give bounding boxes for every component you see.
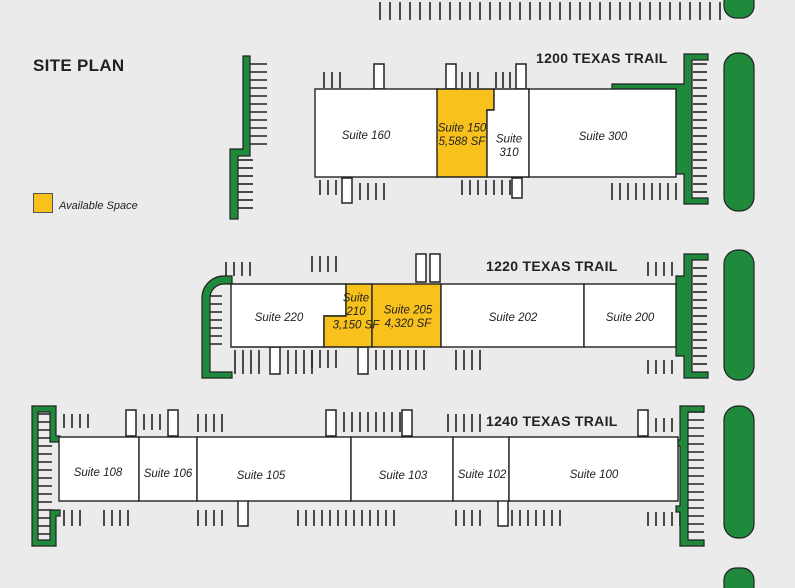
pillar-stub	[445, 63, 457, 90]
legend-label: Available Space	[59, 200, 138, 212]
building-1200-label: 1200 TEXAS TRAIL	[536, 50, 668, 66]
suites-layer	[58, 88, 679, 502]
pillar-stub	[637, 409, 649, 437]
landscape-island	[723, 249, 755, 381]
suite-310-label-0: Suite	[496, 133, 522, 145]
suite-160[interactable]	[314, 88, 439, 178]
suite-200[interactable]	[583, 283, 677, 348]
landscape-island	[723, 567, 755, 588]
building-1240-label: 1240 TEXAS TRAIL	[486, 413, 618, 429]
suite-205[interactable]	[371, 283, 442, 348]
suite-103[interactable]	[350, 436, 454, 502]
pillar-stub	[511, 177, 523, 199]
pillar-stub	[325, 409, 337, 437]
pillar-stub	[167, 409, 179, 437]
building-1220-label: 1220 TEXAS TRAIL	[486, 258, 618, 274]
suite-108-label-0: Suite 108	[74, 467, 123, 479]
pillar-stub	[515, 63, 527, 90]
suite-202-label-0: Suite 202	[489, 312, 538, 324]
landscape-areas	[31, 0, 755, 588]
suite-210-label-2: 3,150 SF	[333, 320, 381, 332]
landscape-island	[723, 0, 755, 19]
suite-202[interactable]	[440, 283, 585, 348]
suite-150-label-0: Suite 150	[438, 122, 487, 134]
available-space-swatch	[33, 193, 53, 213]
landscape-bracket	[31, 405, 61, 547]
suite-100[interactable]	[508, 436, 679, 502]
pillar-stub	[357, 346, 369, 375]
landscape-island	[723, 52, 755, 212]
suite-300[interactable]	[528, 88, 677, 178]
suite-103-label-0: Suite 103	[379, 470, 428, 482]
suite-310-label-1: 310	[499, 147, 519, 159]
suite-205-label-1: 4,320 SF	[385, 318, 433, 330]
pillar-stub	[401, 409, 413, 437]
suite-150-label-1: 5,588 SF	[439, 136, 487, 148]
pillar-stub	[341, 177, 353, 204]
suite-105[interactable]	[196, 436, 352, 502]
suite-106-label-0: Suite 106	[144, 468, 193, 480]
landscape-bracket	[201, 275, 233, 379]
suite-300-label-0: Suite 300	[579, 131, 628, 143]
landscape-strip	[229, 55, 251, 220]
suite-108[interactable]	[58, 436, 140, 502]
site-plan-title: SITE PLAN	[33, 56, 125, 75]
suite-102-label-0: Suite 102	[458, 469, 507, 481]
suite-160-label-0: Suite 160	[342, 130, 391, 142]
pillar-stub	[237, 499, 249, 527]
suite-210-label-0: Suite	[343, 293, 369, 305]
suite-100-label-0: Suite 100	[570, 469, 619, 481]
suite-105-label-0: Suite 105	[237, 470, 286, 482]
legend: Available Space	[33, 193, 138, 213]
suite-210-label-1: 210	[345, 306, 366, 318]
pillar-stub	[125, 409, 137, 437]
suite-220-label-0: Suite 220	[255, 312, 304, 324]
pillar-stub	[415, 253, 427, 283]
landscape-bracket	[675, 253, 709, 379]
pillar-stub	[497, 499, 509, 527]
pillar-stub	[269, 346, 281, 375]
suite-200-label-0: Suite 200	[606, 312, 655, 324]
landscape-island	[723, 405, 755, 539]
suite-205-label-0: Suite 205	[384, 304, 433, 316]
pillar-stub	[373, 63, 385, 90]
pillar-stub	[429, 253, 441, 283]
